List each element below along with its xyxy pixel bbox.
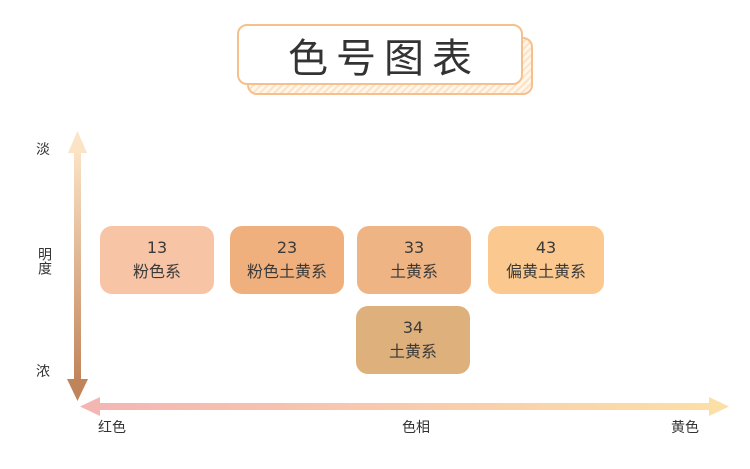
shade-number: 34 — [402, 318, 424, 337]
x-axis-middle-label: 色相 — [402, 420, 430, 436]
shade-number: 33 — [403, 238, 425, 257]
shade-number: 43 — [535, 238, 557, 257]
shade-box-33: 33 土黄系 — [357, 226, 471, 294]
y-axis-top-arrow — [68, 131, 87, 153]
title-box: 色号图表 — [237, 24, 523, 85]
x-axis-left-label: 红色 — [98, 420, 126, 436]
shade-label: 土黄系 — [388, 342, 437, 361]
x-axis-left-arrow — [80, 397, 100, 416]
shade-number: 13 — [146, 238, 168, 257]
title-banner: 色号图表 — [237, 24, 535, 97]
shade-label: 粉色土黄系 — [246, 262, 327, 281]
shade-label: 土黄系 — [389, 262, 438, 281]
y-axis-bottom-label: 浓 — [36, 364, 50, 380]
y-axis-shaft — [74, 150, 81, 383]
shade-label: 偏黄土黄系 — [505, 262, 586, 281]
x-axis-shaft — [97, 403, 712, 410]
page-title: 色号图表 — [288, 35, 480, 82]
y-axis-top-label: 淡 — [36, 142, 50, 158]
y-axis-bottom-arrow — [67, 379, 88, 401]
y-axis-middle-label: 明度 — [36, 247, 52, 275]
shade-box-43: 43 偏黄土黄系 — [488, 226, 604, 294]
shade-number: 23 — [276, 238, 298, 257]
shade-label: 粉色系 — [132, 262, 181, 281]
shade-box-13: 13 粉色系 — [100, 226, 214, 294]
shade-box-34: 34 土黄系 — [356, 306, 470, 374]
x-axis-right-arrow — [709, 397, 729, 416]
shade-box-23: 23 粉色土黄系 — [230, 226, 344, 294]
x-axis-right-label: 黄色 — [671, 420, 699, 436]
